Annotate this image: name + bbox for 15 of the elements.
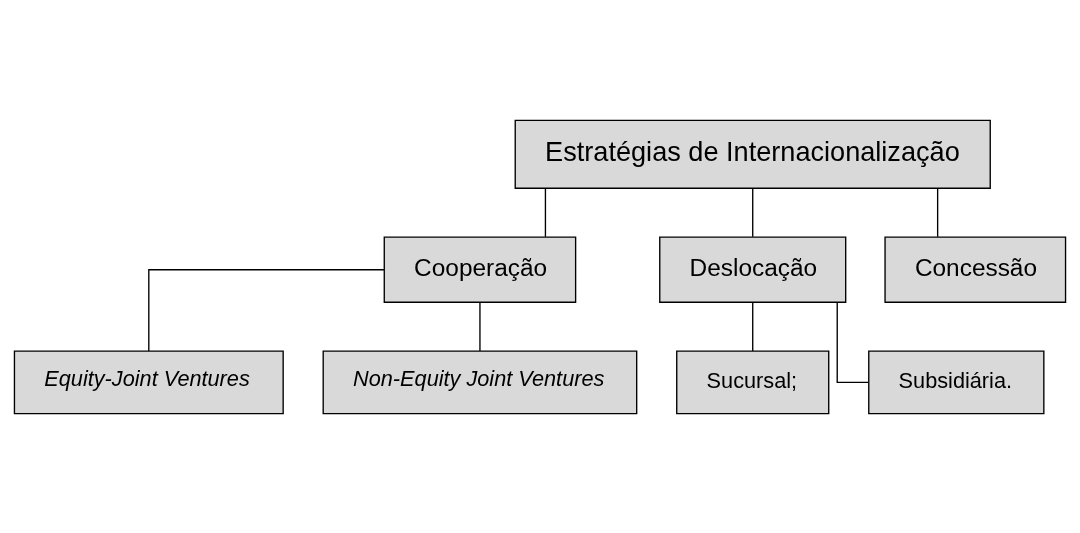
node-box: Estratégias de Internacionalização <box>514 119 991 189</box>
node-box: Cooperação <box>383 235 577 303</box>
node-box: Concessão <box>884 235 1067 303</box>
connector <box>936 187 939 237</box>
node-box: Subsidiária. <box>868 349 1045 414</box>
node-box: Equity-Joint Ventures <box>13 349 284 414</box>
connector <box>544 187 547 237</box>
node-box: Deslocação <box>659 235 847 303</box>
connector <box>752 301 754 352</box>
node-box: Sucursal; <box>676 349 830 414</box>
connector <box>148 268 385 352</box>
connector <box>836 301 870 383</box>
connector <box>479 301 481 352</box>
connector <box>752 187 754 237</box>
node-box: Non-Equity Joint Ventures <box>322 349 638 414</box>
